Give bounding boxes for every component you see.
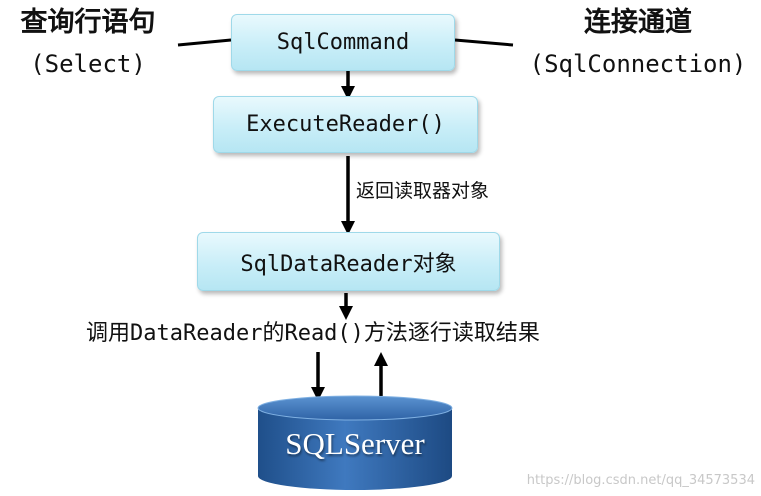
return-reader-label: 返回读取器对象 [356, 180, 490, 202]
read-loop-label: 调用DataReader的Read()方法逐行读取结果 [86, 321, 540, 346]
datareader-node: SqlDataReader对象 [197, 232, 500, 291]
right-connector-line [454, 38, 514, 47]
right-label-en: (SqlConnection) [529, 50, 747, 78]
executereader-node: ExecuteReader() [213, 96, 478, 153]
left-label-cn: 查询行语句 [20, 7, 156, 38]
left-label-en: (Select) [30, 50, 146, 78]
right-label: 连接通道 (SqlConnection) [519, 6, 757, 80]
right-label-cn: 连接通道 [584, 7, 692, 38]
sqlcommand-node: SqlCommand [231, 14, 455, 71]
left-connector-line [177, 38, 232, 47]
watermark: https://blog.csdn.net/qq_34573534 [526, 473, 755, 488]
database-label: SQLServer [285, 426, 425, 461]
left-label: 查询行语句 (Select) [8, 6, 168, 80]
